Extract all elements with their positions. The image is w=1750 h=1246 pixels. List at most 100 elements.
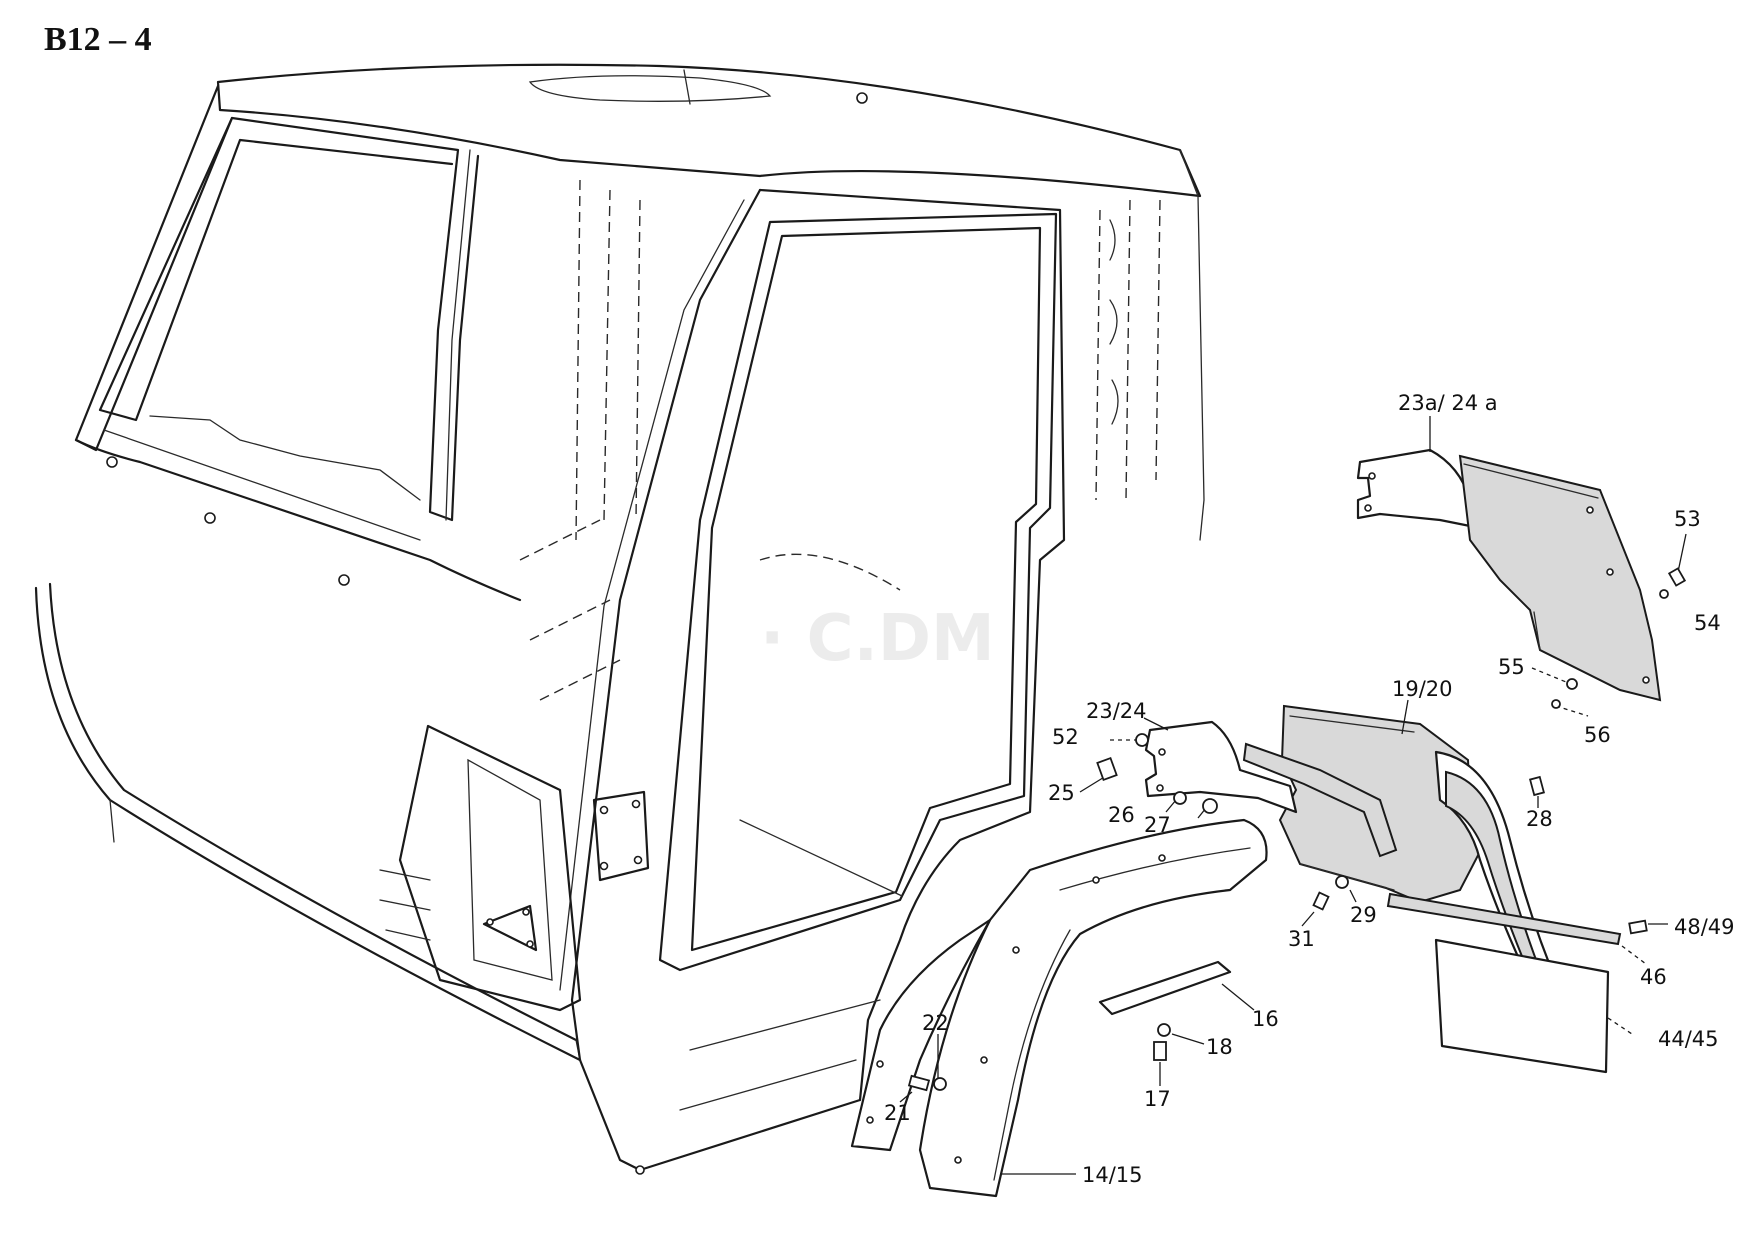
door-window-frame-inner	[690, 226, 1042, 952]
cab-roof	[216, 63, 1202, 198]
cowl-hole-1	[106, 456, 118, 468]
washer-55-shape	[1566, 678, 1578, 690]
mudflap-assembly	[1386, 892, 1668, 1074]
mudguard-inner-panel-upper	[1458, 454, 1662, 702]
rear-pillar-details	[1109, 219, 1119, 425]
washer-52-shape	[1135, 733, 1149, 747]
lower-corner-hole	[635, 1165, 645, 1175]
upper-panel-flange	[1463, 463, 1599, 651]
bolt-48-shape	[1628, 919, 1648, 935]
cowl-detail	[103, 415, 421, 541]
side-triangle-plate	[482, 904, 538, 952]
callout-56: 56	[1584, 723, 1611, 747]
bolt-25	[1079, 756, 1118, 793]
bracket-23-24	[1144, 720, 1298, 814]
mudflap-strip-46	[1386, 892, 1622, 946]
callout-44-45: 44/45	[1658, 1027, 1719, 1051]
washer-22-shape	[933, 1077, 947, 1091]
rear-lower-lines	[679, 999, 881, 1111]
callout-53: 53	[1674, 507, 1701, 531]
bracket-23a-hole-1	[1368, 472, 1376, 480]
washer-18-shape	[1157, 1023, 1171, 1037]
fender-hole-3	[1012, 946, 1020, 954]
upper-panel-hole-3	[1642, 676, 1650, 684]
washer-29-shape	[1335, 875, 1349, 889]
fender-side-panel	[850, 918, 992, 1152]
fender-outer	[918, 818, 1268, 1198]
bolt-28-shape	[1528, 775, 1546, 797]
callout-21: 21	[884, 1101, 911, 1125]
lower-door-lines	[379, 869, 431, 941]
fasteners-29-31	[1301, 875, 1357, 927]
callout-22: 22	[922, 1011, 949, 1035]
callout-46: 46	[1640, 965, 1667, 989]
callout-17: 17	[1144, 1087, 1171, 1111]
bolt-28	[1528, 775, 1546, 808]
front-skirt-outer	[34, 586, 582, 1062]
roof-hatch	[528, 75, 772, 102]
windshield-frame-inner	[98, 116, 454, 422]
plate-hole-3	[599, 861, 609, 871]
plate-hole-1	[599, 805, 609, 815]
bolt-17-shape	[1153, 1041, 1167, 1061]
leader-23	[1143, 717, 1169, 731]
inner-panel-19-20	[1278, 699, 1488, 904]
rear-pillar	[1179, 149, 1205, 541]
side-panel-hole-1	[866, 1116, 874, 1124]
bolt-21-shape	[907, 1074, 931, 1092]
front-skirt-inner	[48, 582, 578, 1042]
windshield-frame-outer	[74, 84, 480, 522]
side-panel-hole-2	[876, 1060, 884, 1068]
callout-31: 31	[1288, 927, 1315, 951]
inner-structure-1	[575, 179, 641, 541]
panel-19-flange	[1289, 715, 1415, 891]
inner-structure-2	[1095, 199, 1161, 501]
callout-54: 54	[1694, 611, 1721, 635]
callout-55: 55	[1498, 655, 1525, 679]
leader-31	[1301, 911, 1315, 927]
side-access-plate	[592, 790, 650, 882]
fender-hole-1	[1092, 876, 1100, 884]
leader-16	[1221, 983, 1255, 1011]
panel-19-leader	[1401, 699, 1409, 735]
leader-56	[1555, 705, 1589, 717]
a-pillar	[570, 188, 762, 1062]
roof-hatch-line	[683, 69, 691, 105]
door-window-sill	[739, 819, 903, 897]
callout-14-15: 14/15	[1082, 1163, 1143, 1187]
lower-door-recess	[467, 758, 553, 981]
fasteners-21-22	[899, 1034, 947, 1103]
callout-26: 26	[1108, 803, 1135, 827]
door-outer-frame	[758, 188, 1066, 1102]
callout-18: 18	[1206, 1035, 1233, 1059]
fender-hole-5	[954, 1156, 962, 1164]
nut-56-shape	[1551, 699, 1561, 709]
fasteners-55-56	[1531, 667, 1589, 717]
windshield-pillar	[445, 149, 471, 521]
washer-27-shape	[1202, 798, 1218, 814]
support-strip	[1242, 742, 1398, 858]
upper-panel-plate	[1458, 454, 1662, 702]
support-strip-23-24	[1242, 742, 1398, 858]
callout-25: 25	[1048, 781, 1075, 805]
bolt-25-shape	[1096, 756, 1118, 782]
a-pillar-inner	[559, 199, 745, 991]
callout-16: 16	[1252, 1007, 1279, 1031]
diagram-title: B12 – 4	[44, 21, 152, 58]
leader-44	[1607, 1017, 1633, 1035]
watermark-mark: · C.DM	[760, 602, 995, 676]
callout-19-20: 19/20	[1392, 677, 1453, 701]
fender-hole-2	[1158, 854, 1166, 862]
cab-body	[34, 63, 1205, 1175]
leader-55	[1531, 667, 1567, 683]
bracket-23a-hole-2	[1364, 504, 1372, 512]
leader-25	[1079, 775, 1107, 793]
bracket-23-hole-2	[1156, 784, 1164, 792]
cowl-hole-3	[338, 574, 350, 586]
plate-hole-2	[631, 799, 641, 809]
callout-23a-24a: 23a/ 24 a	[1398, 391, 1498, 415]
washer-54-shape	[1659, 589, 1669, 599]
callout-48-49: 48/49	[1674, 915, 1735, 939]
callout-27: 27	[1144, 813, 1171, 837]
bracket-23-body	[1144, 720, 1298, 814]
